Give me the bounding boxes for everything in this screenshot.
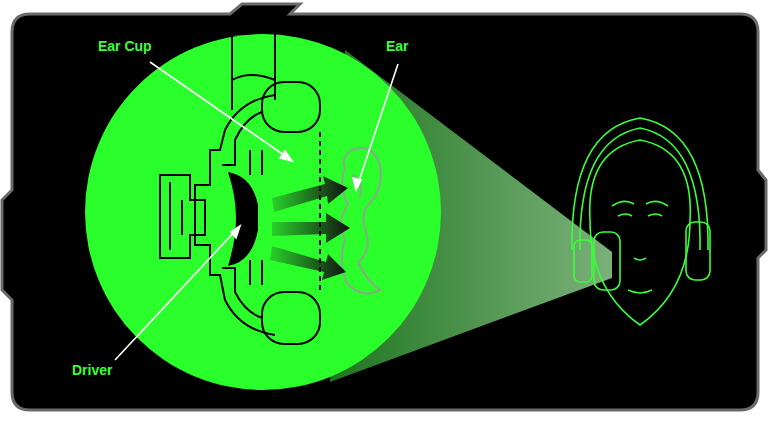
headphone-section bbox=[160, 34, 320, 344]
part-label: Ear bbox=[386, 38, 409, 54]
frame bbox=[2, 4, 766, 410]
leader-lines bbox=[115, 62, 398, 360]
part-label: Driver bbox=[72, 362, 112, 378]
part-label: Ear Cup bbox=[98, 38, 152, 54]
magnifier-circle bbox=[85, 34, 441, 390]
driver-shape bbox=[228, 172, 258, 266]
sound-arrows bbox=[270, 176, 350, 280]
ear-outline bbox=[341, 148, 381, 294]
head-figure bbox=[572, 118, 710, 325]
